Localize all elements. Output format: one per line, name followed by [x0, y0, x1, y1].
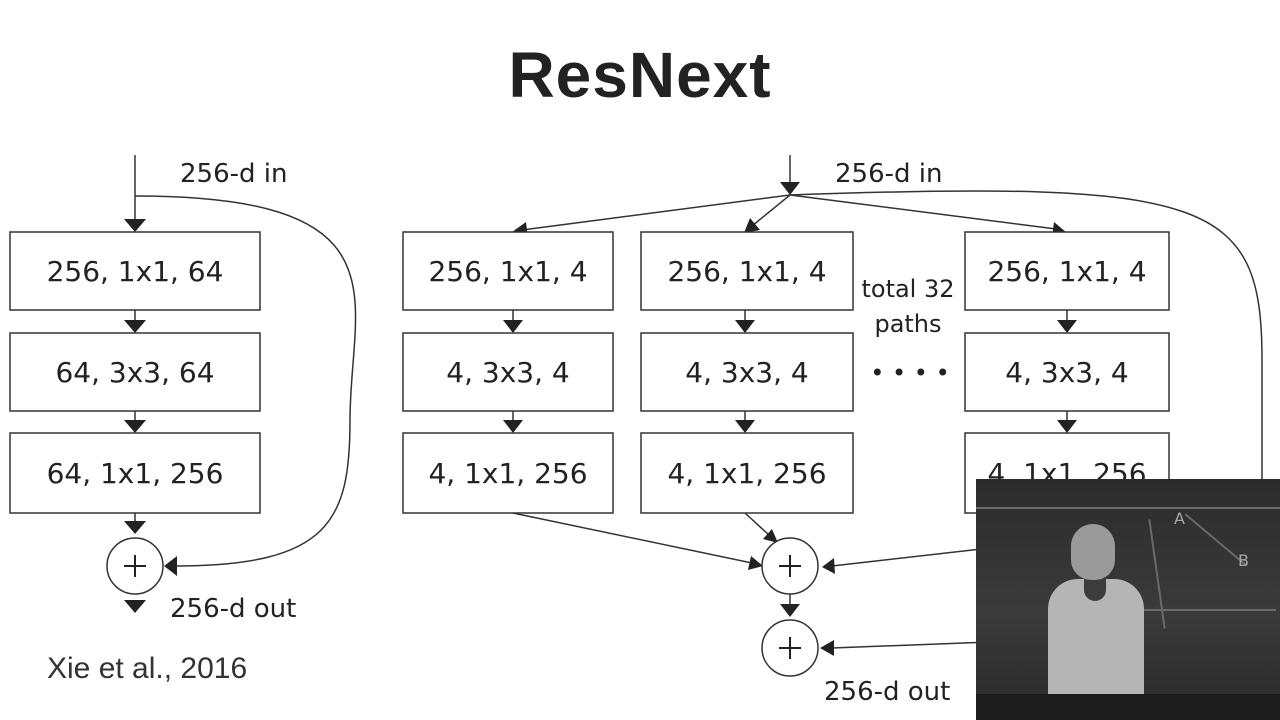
svg-text:4, 1x1, 256: 4, 1x1, 256: [667, 457, 826, 490]
citation: Xie et al., 2016: [47, 652, 248, 685]
lecture-desk: [976, 694, 1280, 720]
svg-text:4, 3x3, 4: 4, 3x3, 4: [446, 356, 569, 389]
svg-text:256, 1x1, 4: 256, 1x1, 4: [667, 255, 826, 288]
left-shortcut-edge: [134, 195, 357, 567]
right-shortcut-arrowhead: [820, 640, 834, 656]
path-3-layer-2: 4, 3x3, 4: [964, 332, 1170, 412]
path-2: 256, 1x1, 4 4, 3x3, 4 4, 1x1, 256: [640, 231, 854, 514]
path-3: 256, 1x1, 4 4, 3x3, 4 4, 1x1, 256: [964, 231, 1170, 514]
svg-text:256, 1x1, 4: 256, 1x1, 4: [428, 255, 587, 288]
chalk-line: [1148, 519, 1166, 629]
left-output-label: 256-d out: [170, 594, 296, 624]
aggregate-to-sum-arrowhead: [780, 604, 800, 617]
fanout-edge-3: [789, 194, 1057, 230]
right-shortcut-into-sum: [831, 641, 991, 649]
right-input-arrowhead: [780, 182, 800, 195]
fanout-edge-1: [521, 194, 791, 231]
right-aggregate-node: [761, 537, 819, 595]
path-3-layer-1: 256, 1x1, 4: [964, 231, 1170, 311]
left-arrowhead-1: [124, 320, 146, 333]
merge-arrowhead-3: [822, 558, 835, 574]
total-paths-note-line2: paths: [874, 310, 941, 338]
chalk-line: [1126, 609, 1276, 611]
svg-text:4, 3x3, 4: 4, 3x3, 4: [1005, 356, 1128, 389]
right-sum-node: [761, 619, 819, 677]
svg-text:64, 1x1, 256: 64, 1x1, 256: [47, 457, 224, 490]
path-1-layer-3: 4, 1x1, 256: [402, 432, 614, 514]
right-output-label: 256-d out: [824, 677, 950, 707]
merge-edge-1: [512, 512, 753, 564]
path-2-layer-1: 256, 1x1, 4: [640, 231, 854, 311]
lecturer-head: [1071, 524, 1115, 580]
path-2-layer-2: 4, 3x3, 4: [640, 332, 854, 412]
svg-text:256, 1x1, 4: 256, 1x1, 4: [987, 255, 1146, 288]
right-block-diagram: 256-d in 256, 1x1, 4 4, 3x3, 4: [402, 155, 1263, 707]
slide-title: ResNext: [508, 39, 772, 111]
right-shortcut-edge: [789, 190, 1263, 480]
svg-text:256, 1x1, 64: 256, 1x1, 64: [47, 255, 224, 288]
left-sum-node: [106, 537, 164, 595]
merge-arrowhead-2: [763, 529, 778, 543]
chalk-letter-b: B: [1238, 551, 1249, 570]
svg-text:4, 1x1, 256: 4, 1x1, 256: [428, 457, 587, 490]
svg-text:4, 3x3, 4: 4, 3x3, 4: [685, 356, 808, 389]
path-1: 256, 1x1, 4 4, 3x3, 4 4, 1x1, 256: [402, 231, 614, 514]
paths-ellipsis: • • • •: [870, 359, 950, 387]
left-input-arrowhead: [124, 219, 146, 232]
path-1-layer-1: 256, 1x1, 4: [402, 231, 614, 311]
left-layer-3: 64, 1x1, 256: [9, 432, 261, 514]
fanout-edge-2: [751, 194, 791, 227]
merge-edge-2: [744, 512, 771, 537]
fanout-arrowhead-2: [744, 218, 760, 233]
left-arrowhead-2: [124, 420, 146, 433]
merge-arrowhead-1: [748, 556, 763, 570]
path-1-layer-2: 4, 3x3, 4: [402, 332, 614, 412]
path-2-layer-3: 4, 1x1, 256: [640, 432, 854, 514]
right-input-label: 256-d in: [835, 159, 942, 189]
lecturer-collar: [1084, 579, 1106, 601]
merge-edge-3: [831, 547, 991, 567]
left-layer-1: 256, 1x1, 64: [9, 231, 261, 311]
webcam-video: A B: [976, 479, 1280, 720]
svg-text:64, 3x3, 64: 64, 3x3, 64: [55, 356, 214, 389]
left-output-arrowhead: [124, 600, 146, 613]
chalk-letter-a: A: [1174, 509, 1185, 528]
left-block-diagram: 256-d in 256, 1x1, 64 64, 3x3, 64 64, 1x…: [9, 155, 357, 624]
total-paths-note-line1: total 32: [861, 275, 954, 303]
left-input-label: 256-d in: [180, 159, 287, 189]
chalkboard-edge: [976, 507, 1280, 509]
left-arrowhead-3: [124, 521, 146, 534]
left-shortcut-arrowhead: [164, 556, 177, 576]
left-layer-2: 64, 3x3, 64: [9, 332, 261, 412]
